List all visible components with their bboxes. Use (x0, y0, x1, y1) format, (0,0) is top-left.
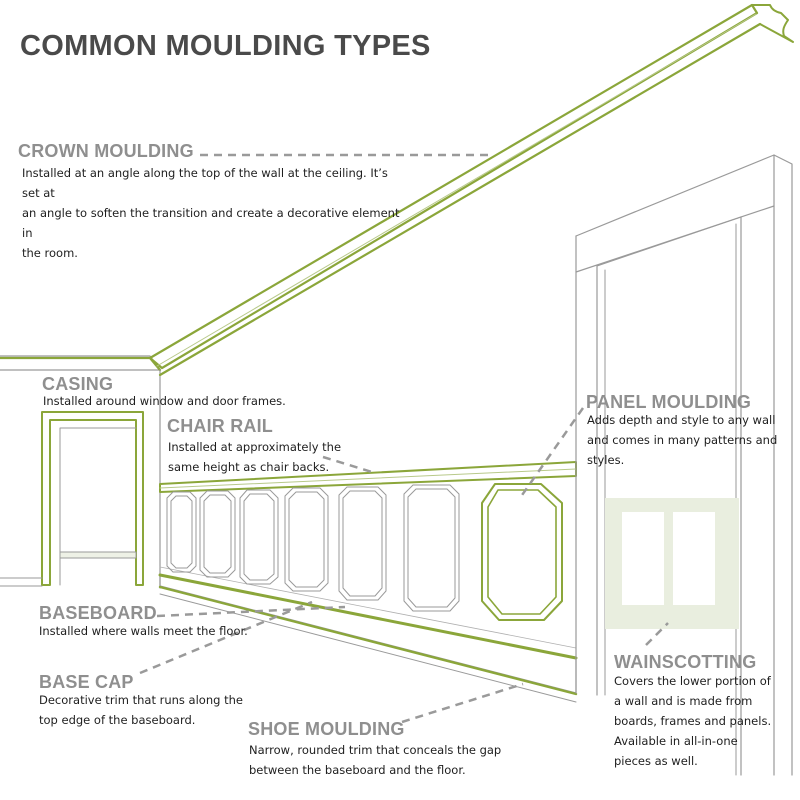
casing-outer (41, 411, 144, 586)
base-cap-leader (139, 600, 313, 675)
shoe-moulding-label: SHOE MOULDING (248, 719, 405, 739)
casing-inner (59, 427, 137, 586)
crown-moulding-lower-edge (158, 22, 762, 377)
chair-rail-leader (322, 455, 373, 474)
base-cap-label: BASE CAP (39, 672, 134, 692)
panel-1-inner (170, 495, 193, 569)
panel-2-inner (203, 494, 232, 574)
panel-5-inner (342, 490, 383, 597)
crown-moulding-profile (751, 4, 794, 43)
right-door-lintel-inner (596, 216, 742, 267)
casing-description: Installed around window and door frames. (43, 394, 286, 408)
panel-5 (338, 486, 387, 601)
panel-moulding-featured-inner (487, 489, 557, 615)
door-threshold (59, 551, 137, 559)
baseboard-label: BASEBOARD (39, 603, 157, 623)
panel-moulding-featured (481, 483, 563, 621)
page-title: COMMON MOULDING TYPES (20, 30, 431, 62)
chair-rail-label: CHAIR RAIL (167, 416, 273, 436)
shoe-moulding-description: Narrow, rounded trim that conceals the g… (249, 743, 502, 777)
crown-moulding (148, 3, 759, 370)
baseboard-leader (156, 605, 346, 618)
panel-4-inner (288, 491, 325, 588)
wainscotting-description: Covers the lower portion of a wall and i… (614, 674, 772, 768)
wainscotting-sample (605, 498, 739, 629)
crown-moulding-label: CROWN MOULDING (18, 141, 194, 161)
panel-2 (199, 490, 236, 578)
crown-moulding-left (0, 356, 162, 372)
base-cap (158, 573, 578, 660)
panel-moulding-description: Adds depth and style to any wall and com… (587, 413, 778, 467)
panel-3-inner (243, 493, 275, 581)
wainscotting-label: WAINSCOTTING (614, 652, 757, 672)
panel-6 (403, 484, 460, 612)
shoe-moulding (158, 585, 578, 696)
crown-moulding-description: Installed at an angle along the top of t… (22, 166, 400, 260)
wainscot-leader (645, 622, 669, 646)
right-door-frame-back (773, 154, 793, 776)
panel-1 (166, 491, 197, 573)
baseboard-description: Installed where walls meet the floor. (39, 624, 248, 638)
panel-leader (518, 407, 585, 499)
chair-rail-description: Installed at approximately the same heig… (168, 440, 342, 474)
casing-label: CASING (42, 374, 114, 394)
crown-moulding-inner (156, 13, 757, 367)
panel-6-inner (407, 488, 456, 608)
baseboard-upper-line (159, 566, 577, 649)
panel-3 (239, 489, 279, 585)
panel-4 (284, 487, 329, 592)
base-cap-description: Decorative trim that runs along the top … (39, 693, 243, 727)
chair-rail-inner (159, 468, 577, 489)
shoe-leader (401, 682, 524, 724)
panel-moulding-label: PANEL MOULDING (586, 392, 752, 412)
